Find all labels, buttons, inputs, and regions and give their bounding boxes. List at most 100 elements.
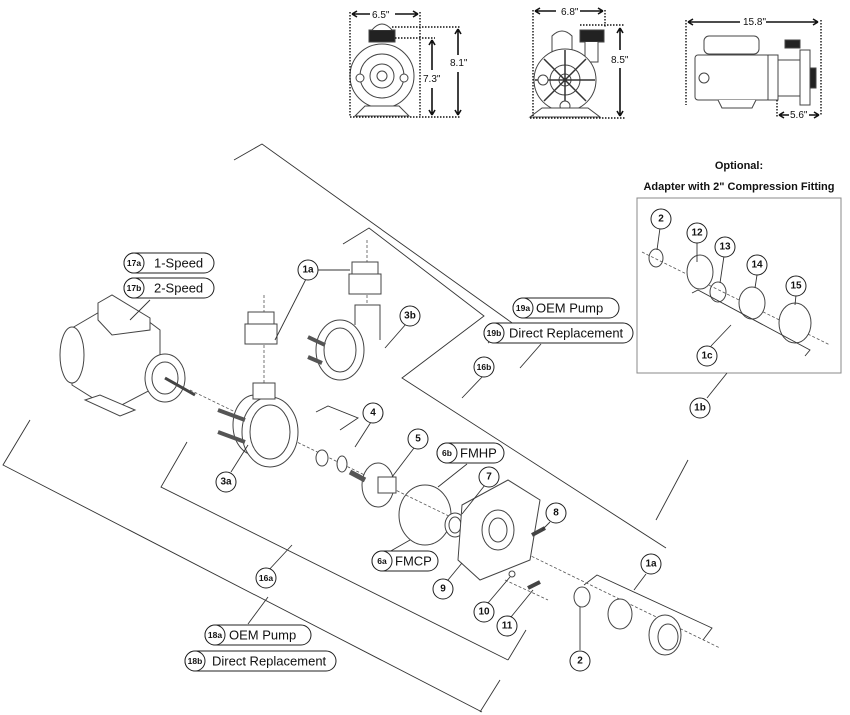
callout-2-adapter: 2 bbox=[650, 208, 672, 230]
leader-line bbox=[437, 463, 468, 488]
dim-height-2: 8.5" bbox=[611, 55, 629, 66]
front-view-2: 6.8" 8.5" bbox=[528, 7, 629, 119]
impeller-shaft bbox=[348, 469, 367, 483]
pill-text: 1-Speed bbox=[154, 256, 203, 271]
side-view-seal bbox=[777, 59, 801, 97]
pump-housing-3a bbox=[217, 382, 299, 468]
callout-16b: 16b bbox=[473, 356, 495, 378]
pill-code: 6b bbox=[442, 448, 452, 458]
callout-9: 9 bbox=[432, 578, 454, 600]
callout-label: 15 bbox=[790, 281, 802, 292]
adapter-heading-2: Adapter with 2" Compression Fitting bbox=[643, 181, 834, 193]
pump-housing-3b bbox=[307, 304, 381, 381]
callout-bubble bbox=[689, 397, 711, 419]
housing-studs bbox=[217, 408, 246, 444]
bracket-4 bbox=[315, 405, 359, 431]
gasket-6 bbox=[398, 484, 452, 546]
adapter-heading-1: Optional: bbox=[715, 160, 763, 172]
callout-bubble bbox=[686, 222, 708, 244]
impeller-5 bbox=[348, 462, 397, 508]
leader-line bbox=[388, 539, 411, 553]
callout-bubble bbox=[746, 254, 768, 276]
side-view-base bbox=[717, 99, 757, 109]
callout-label: 2 bbox=[577, 656, 583, 667]
pill-code: 19a bbox=[516, 303, 530, 313]
front-view-1-motor-cap bbox=[368, 29, 396, 43]
callout-11: 11 bbox=[496, 615, 518, 637]
pill-text: OEM Pump bbox=[229, 628, 296, 643]
pill-code-bubble bbox=[512, 297, 534, 319]
wear-ring-7-inner bbox=[448, 516, 462, 534]
motor-endcap bbox=[59, 326, 85, 384]
bracket-1a-bottom bbox=[583, 574, 713, 641]
leader-line bbox=[230, 444, 249, 473]
front-view-2-outlet bbox=[579, 29, 605, 43]
pill-code: 19b bbox=[487, 328, 502, 338]
callout-bubble bbox=[215, 471, 237, 493]
faceplate-9 bbox=[457, 479, 541, 581]
callout-label: 3b bbox=[404, 311, 416, 322]
assembly-axis-drain bbox=[504, 579, 549, 601]
motor-shaft bbox=[164, 376, 196, 397]
leader-line bbox=[519, 343, 542, 369]
callout-label: 10 bbox=[478, 607, 490, 618]
callout-label: 11 bbox=[502, 621, 513, 632]
label-19b-direct-replacement: 19b Direct Replacement bbox=[483, 322, 634, 344]
leader-line bbox=[487, 576, 511, 604]
bracket-16a-end bbox=[507, 629, 527, 661]
housing-port bbox=[252, 382, 276, 400]
callout-label: 7 bbox=[486, 472, 492, 483]
label-19a-oem-pump: 19a OEM Pump bbox=[512, 297, 620, 319]
pill-text: FMCP bbox=[395, 554, 432, 569]
adapter-bushing-12 bbox=[686, 254, 714, 290]
callout-2-bottom: 2 bbox=[569, 650, 591, 672]
callout-14: 14 bbox=[746, 254, 768, 276]
housing-3b-inner bbox=[323, 327, 357, 373]
leader-line bbox=[656, 227, 661, 251]
callout-label: 4 bbox=[370, 408, 376, 419]
callout-bubble bbox=[432, 578, 454, 600]
side-view-faceplate bbox=[799, 49, 811, 106]
bracket-18-end bbox=[479, 679, 501, 713]
union-tailpiece bbox=[247, 311, 275, 325]
housing-inner bbox=[249, 404, 291, 460]
seal-seat bbox=[315, 449, 329, 467]
callout-bubble bbox=[362, 402, 384, 424]
side-view-outlet bbox=[784, 39, 801, 49]
leader-line bbox=[247, 596, 269, 625]
leader-line bbox=[354, 421, 372, 448]
side-view-inlet bbox=[809, 67, 817, 89]
callout-bubble bbox=[478, 466, 500, 488]
leader-line bbox=[129, 299, 151, 321]
callout-label: 9 bbox=[440, 584, 446, 595]
leader-line bbox=[510, 589, 534, 618]
label-18b-direct-replacement: 18b Direct Replacement bbox=[184, 650, 337, 672]
body-height-arrow bbox=[428, 39, 436, 116]
bracket-16b-end bbox=[655, 459, 689, 521]
callout-bubble bbox=[650, 208, 672, 230]
front-view-2-base bbox=[528, 107, 602, 118]
callout-label: 1b bbox=[694, 403, 706, 414]
dim-width-2: 6.8" bbox=[561, 7, 579, 18]
callout-bubble bbox=[407, 428, 429, 450]
wet-end-arrow bbox=[778, 111, 820, 119]
motor-capacitor bbox=[97, 294, 151, 336]
callout-bubble bbox=[399, 305, 421, 327]
assembly-axis bbox=[189, 389, 721, 649]
pill-code: 18b bbox=[188, 656, 203, 666]
front-view-2-port-side bbox=[537, 74, 549, 86]
union-nut-thread bbox=[657, 623, 679, 651]
pill-code-bubble bbox=[371, 550, 393, 572]
callout-15: 15 bbox=[785, 275, 807, 297]
total-height-arrow bbox=[454, 28, 462, 116]
label-6b-fmhp: 6b FMHP bbox=[436, 442, 505, 464]
callout-label: 14 bbox=[751, 260, 763, 271]
width-arrow bbox=[534, 7, 604, 15]
adapter-nut-15 bbox=[778, 302, 812, 344]
callout-bubble bbox=[696, 345, 718, 367]
leader-line bbox=[541, 521, 551, 531]
pill-code-bubble bbox=[184, 650, 206, 672]
front-view-1-port bbox=[376, 70, 388, 82]
callout-1a-bottom: 1a bbox=[640, 553, 662, 575]
